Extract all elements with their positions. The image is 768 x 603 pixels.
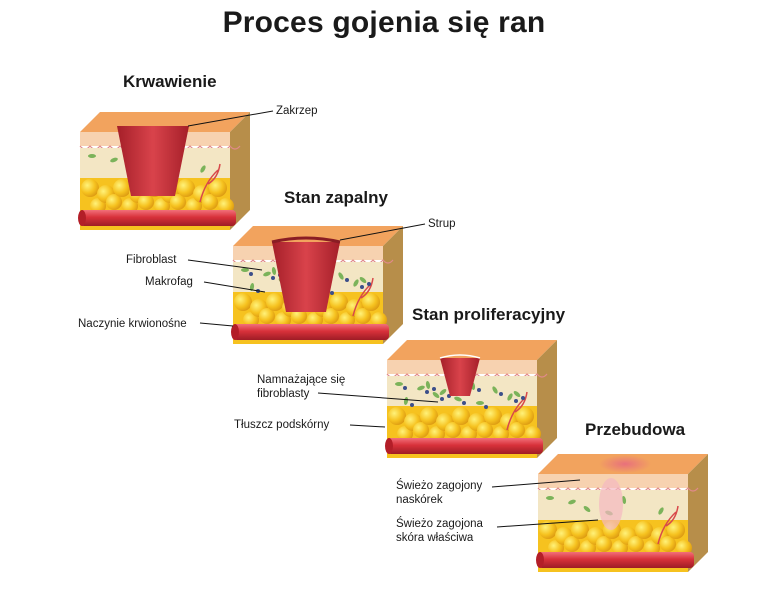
label-tluszcz-podskorny: Tłuszcz podskórny [234,419,330,431]
block-stan-proliferacyjny [385,340,557,458]
block-przebudowa [536,454,708,572]
stage-title-krwawienie: Krwawienie [123,72,217,91]
leader-fibroblast [187,259,263,271]
label-fibroblast: Fibroblast [126,254,177,266]
label-namnazajace-fibroblasty-1: Namnażające się [257,374,346,386]
label-strup: Strup [428,218,456,230]
label-swiezo-naskorek-2: naskórek [396,494,443,506]
leader-strup [339,223,426,241]
leader-zakrzep [187,110,274,127]
leader-naczynie [199,322,234,327]
stage-title-przebudowa: Przebudowa [585,420,686,439]
leader-makrofag [203,281,266,293]
diagram-title: Proces gojenia się ran [222,6,546,39]
label-zakrzep: Zakrzep [276,105,318,117]
label-naczynie-krwionosne: Naczynie krwionośne [78,318,187,330]
leader-tluszcz [349,424,386,428]
label-namnazajace-fibroblasty-2: fibroblasty [257,388,310,400]
label-swiezo-skora-1: Świeżo zagojona [396,518,483,530]
label-swiezo-skora-2: skóra właściwa [396,532,474,544]
label-swiezo-naskorek-1: Świeżo zagojony [396,480,483,492]
stage-title-stan-zapalny: Stan zapalny [284,188,388,207]
leader-swiezo-naskorek [491,479,581,488]
leader-swiezo-skora [496,519,599,528]
stage-title-stan-proliferacyjny: Stan proliferacyjny [412,305,566,324]
leader-namnazajace [317,392,439,403]
label-makrofag: Makrofag [145,276,193,288]
block-stan-zapalny [231,226,403,344]
block-krwawienie [78,112,250,230]
